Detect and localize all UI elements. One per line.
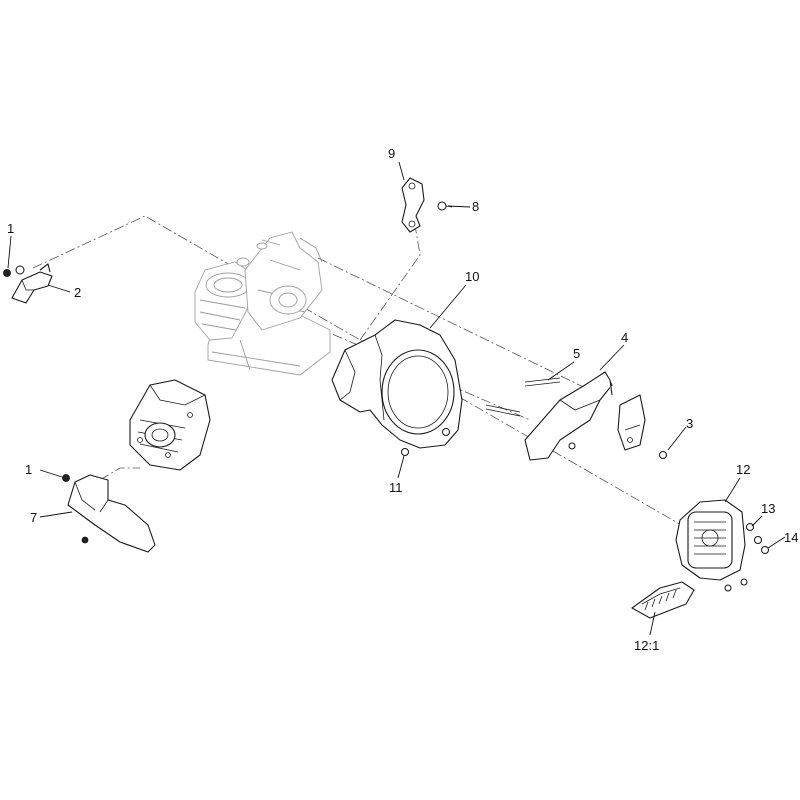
callout-8: 8	[472, 199, 479, 214]
part-2-bracket	[11, 263, 53, 304]
part-12-recoil-starter	[675, 499, 746, 581]
part-8-bolt	[437, 201, 453, 211]
part-13-14-bolts	[724, 523, 769, 592]
callout-5: 5	[573, 346, 580, 361]
callout-2: 2	[74, 285, 81, 300]
part-3-bolt	[659, 451, 667, 459]
part-9-bracket	[401, 177, 425, 233]
part-1-screw-b	[62, 474, 70, 482]
callout-12-1: 12:1	[634, 638, 659, 653]
part-1-screw	[3, 269, 11, 277]
callout-13: 13	[761, 501, 775, 516]
callout-4: 4	[621, 330, 628, 345]
part-7-shroud	[67, 474, 156, 553]
part-12-1-handle	[631, 581, 695, 619]
part-4-bracket	[524, 371, 646, 461]
cylinder-head	[129, 379, 211, 471]
callout-11: 11	[389, 480, 403, 495]
callout-9: 9	[388, 146, 395, 161]
engine-block	[194, 231, 331, 376]
callout-14: 14	[784, 530, 798, 545]
part-11-bolts	[401, 428, 450, 456]
callout-1-top: 1	[7, 221, 14, 236]
leader-lines	[7, 161, 786, 636]
part-5-studs	[485, 377, 561, 417]
callout-3: 3	[686, 416, 693, 431]
callout-12: 12	[736, 462, 750, 477]
callout-1-bottom: 1	[25, 462, 32, 477]
callout-labels: 1 2 1 7 9 8 10 5 4 3 11 12 13 14 12:1	[7, 146, 798, 653]
shroud-screw	[81, 536, 89, 544]
part-10-blower-housing	[331, 319, 463, 449]
callout-10: 10	[465, 269, 479, 284]
assembly-centerlines	[32, 215, 691, 531]
callout-7: 7	[30, 510, 37, 525]
